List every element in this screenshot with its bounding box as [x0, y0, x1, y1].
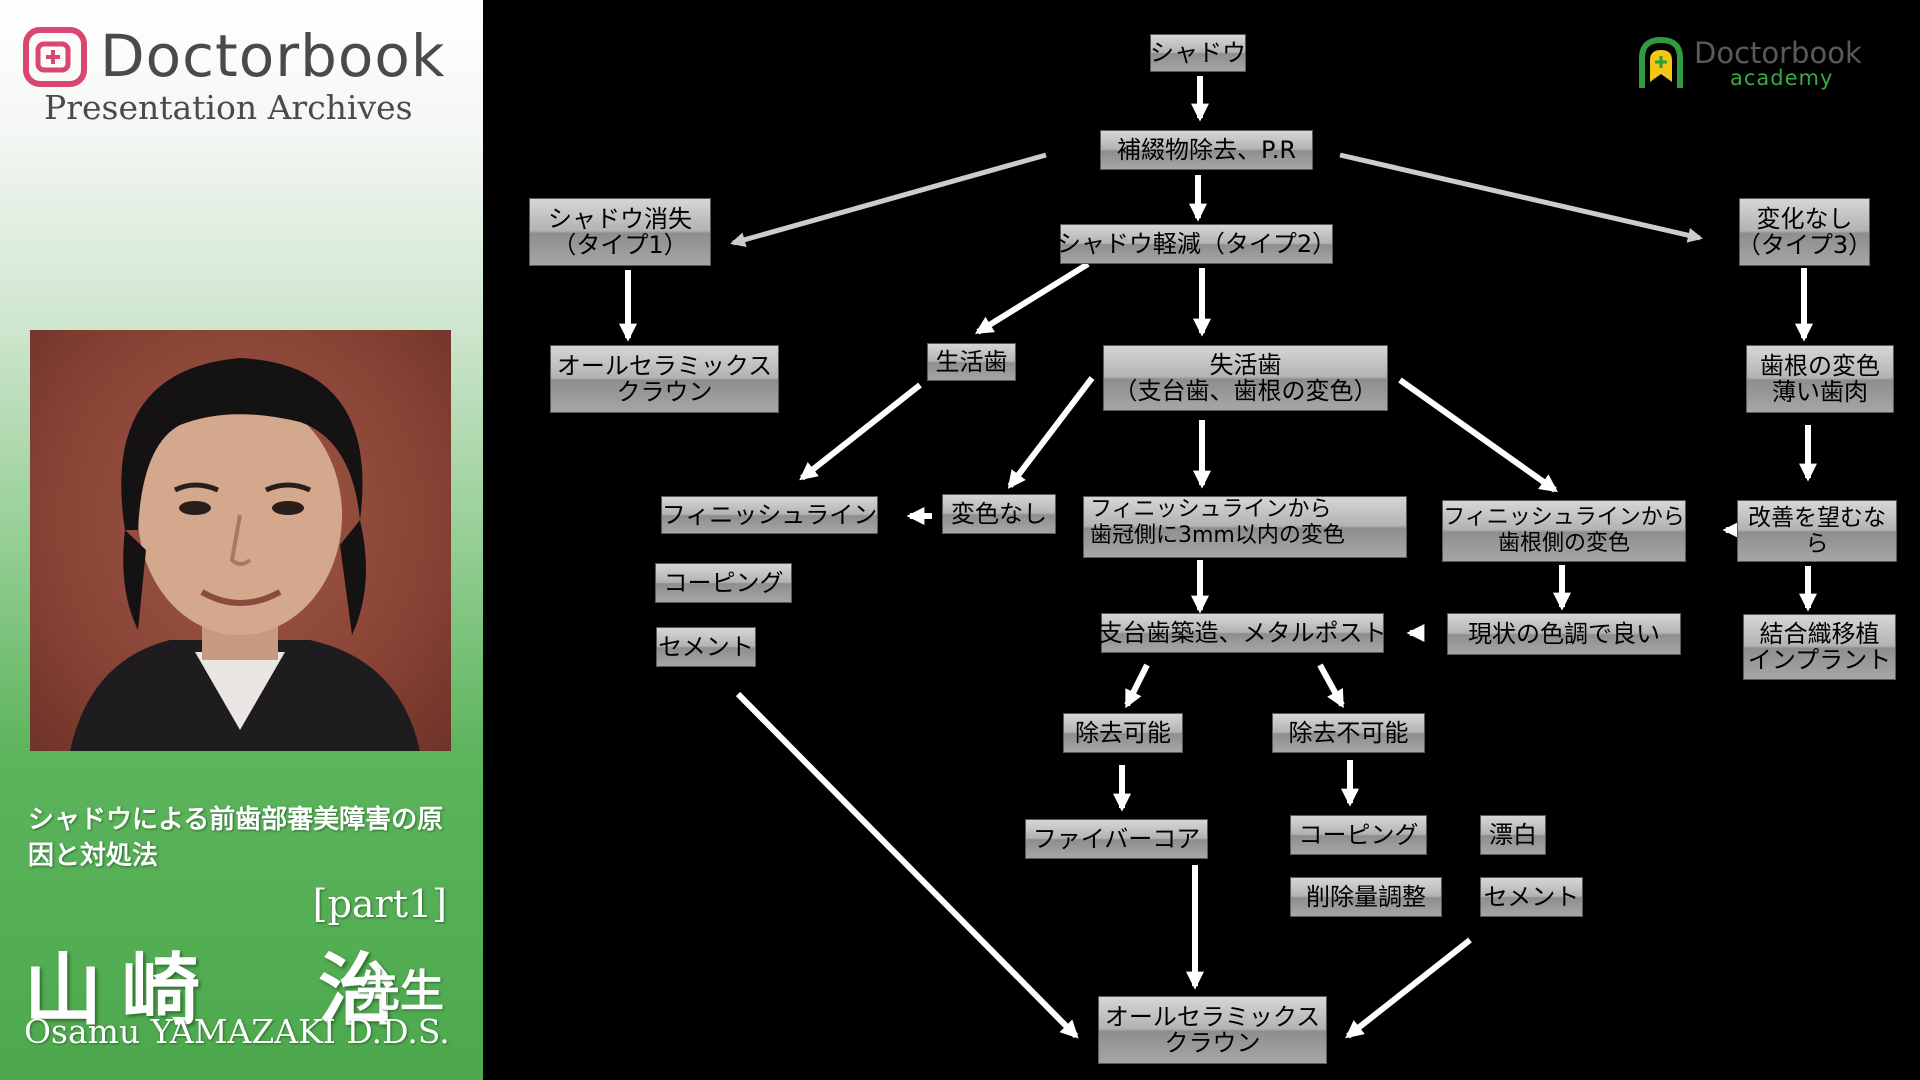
- node-coping-1: コーピング: [655, 563, 792, 603]
- node-current-shade-ok: 現状の色調で良い: [1447, 613, 1681, 655]
- academy-brand-name: Doctorbook: [1694, 36, 1862, 70]
- node-removal-pr: 補綴物除去、P.R: [1100, 130, 1313, 170]
- node-non-removable: 除去不可能: [1272, 713, 1425, 753]
- node-if-improvement-desired: 改善を望むなら: [1737, 500, 1897, 562]
- sidebar: Doctorbook Presentation Archives シャドウによる…: [0, 0, 483, 1080]
- node-no-discoloration: 変色なし: [942, 494, 1056, 534]
- node-abutment-metal-post: 支台歯築造、メタルポスト: [1099, 613, 1387, 653]
- node-bleaching: 漂白: [1480, 815, 1546, 855]
- node-connective-tissue-graft-implant: 結合織移植インプラント: [1743, 614, 1896, 680]
- node-root-discoloration-thin-gingiva: 歯根の変色薄い歯肉: [1746, 345, 1894, 413]
- node-shadow-reduced-type2: シャドウ軽減（タイプ2）: [1057, 224, 1336, 264]
- academy-brand-sub: academy: [1730, 66, 1834, 90]
- node-removable: 除去可能: [1063, 713, 1183, 753]
- node-finish-line-root-side: フィニッシュラインから歯根側の変色: [1442, 500, 1686, 562]
- node-finish-line-crown-3mm: フィニッシュラインから歯冠側に3mm以内の変色: [1083, 496, 1407, 558]
- node-shadow-disappear-type1: シャドウ消失（タイプ1）: [529, 198, 711, 266]
- node-cement-1: セメント: [656, 627, 756, 667]
- academy-logo-icon: [1639, 36, 1683, 88]
- talk-part: [part1]: [312, 882, 447, 926]
- node-cement-2: セメント: [1480, 877, 1583, 917]
- speaker-honorific: 先生: [356, 966, 444, 1017]
- brand-subtitle: Presentation Archives: [44, 88, 413, 127]
- talk-title: シャドウによる前歯部審美障害の原因と対処法: [28, 805, 444, 871]
- node-vital-tooth: 生活歯: [927, 343, 1016, 381]
- node-fiber-core: ファイバーコア: [1025, 819, 1208, 859]
- node-finish-line: フィニッシュライン: [661, 496, 878, 534]
- speaker-photo: [30, 330, 451, 751]
- speaker-name-en: Osamu YAMAZAKI D.D.S.: [24, 1012, 450, 1051]
- node-all-ceramic-crown-1: オールセラミックスクラウン: [550, 345, 779, 413]
- node-no-change-type3: 変化なし（タイプ3）: [1737, 198, 1872, 266]
- node-nonvital-tooth: 失活歯（支台歯、歯根の変色）: [1103, 345, 1388, 411]
- node-coping-2: コーピング: [1290, 815, 1427, 855]
- node-all-ceramic-crown-2: オールセラミックスクラウン: [1098, 996, 1327, 1064]
- node-reduction-adjustment: 削除量調整: [1290, 877, 1442, 917]
- doctorbook-logo-icon: [23, 27, 87, 87]
- node-shadow: シャドウ: [1150, 34, 1246, 72]
- brand-name: Doctorbook: [100, 22, 446, 90]
- speaker-name-jp: 山崎 治: [24, 945, 417, 1036]
